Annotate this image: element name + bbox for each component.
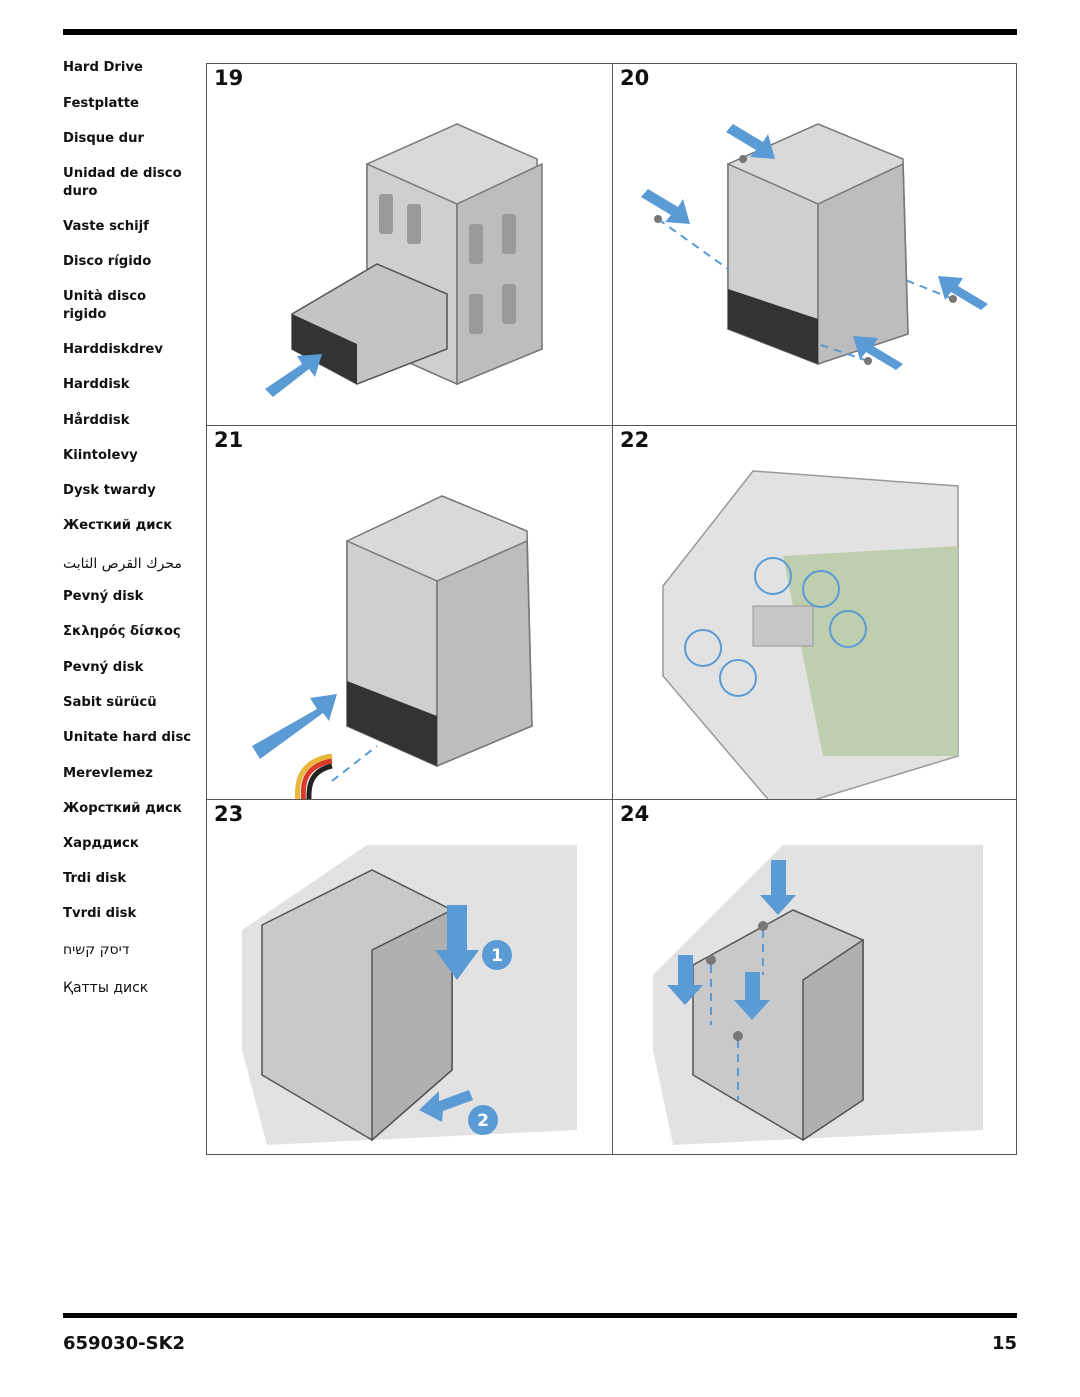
callout-2: 2 xyxy=(477,1111,489,1131)
lang-item: Disque dur xyxy=(63,131,145,146)
step-number: 20 xyxy=(620,66,650,90)
lang-item: Қатты диск xyxy=(63,980,149,996)
lang-item: Σκληρός δίσκος xyxy=(63,624,181,639)
lang-item: Vaste schijf xyxy=(63,219,149,234)
grid-divider xyxy=(612,64,613,1154)
lang-item: דיסק קשיח xyxy=(63,942,130,958)
arrow-icon xyxy=(419,1090,473,1122)
step-number: 19 xyxy=(214,66,244,90)
arrow-icon xyxy=(938,276,988,310)
mount-circle-icon xyxy=(684,629,722,667)
cage-install-illustration: 1 2 xyxy=(242,845,577,1145)
callout-1: 1 xyxy=(491,946,503,966)
down-arrow-icon xyxy=(760,860,796,915)
lang-item: Жорсткий диск xyxy=(63,801,182,816)
bottom-rule xyxy=(63,1313,1017,1318)
lang-item: Hårddisk xyxy=(63,413,130,428)
chassis-mounts-illustration xyxy=(662,470,959,799)
step-19-panel: 19 xyxy=(207,64,612,425)
lang-item: Disco rígido xyxy=(63,254,152,269)
step-number: 22 xyxy=(620,428,650,452)
step-24-panel: 24 xyxy=(613,800,1018,1155)
lang-item: Hard Drive xyxy=(63,60,143,75)
mount-circle-icon xyxy=(829,610,867,648)
lang-item: Trdi disk xyxy=(63,871,127,886)
step-number: 21 xyxy=(214,428,244,452)
arrow-icon xyxy=(252,694,337,759)
lang-item: Harddisk xyxy=(63,377,130,392)
page-number: 15 xyxy=(991,1333,1017,1354)
arrow-icon xyxy=(641,189,690,224)
lang-item: Festplatte xyxy=(63,96,139,111)
insert-arrow-icon xyxy=(265,354,322,397)
drive-cage-illustration xyxy=(265,123,543,397)
step-22-panel: 22 xyxy=(613,426,1018,799)
step-21-panel: 21 xyxy=(207,426,612,799)
lang-item: Pevný disk xyxy=(63,660,144,675)
down-arrow-icon xyxy=(435,905,479,980)
step-number: 23 xyxy=(214,802,244,826)
lang-item: Tvrdi disk xyxy=(63,906,137,921)
arrow-icon xyxy=(853,336,903,370)
step-20-panel: 20 xyxy=(613,64,1018,425)
top-rule xyxy=(63,29,1017,35)
drive-cage-screws-illustration xyxy=(641,123,988,370)
mount-circle-icon xyxy=(719,659,757,697)
document-number: 659030-SK2 xyxy=(63,1333,186,1354)
lang-item: Unità disco rigido xyxy=(63,289,147,322)
step-grid: 19 20 xyxy=(206,63,1017,1155)
grid-divider xyxy=(207,799,1016,800)
grid-divider xyxy=(207,425,1016,426)
arrow-icon xyxy=(726,124,775,159)
lang-item: Kiintolevy xyxy=(63,448,138,463)
down-arrow-icon xyxy=(667,955,703,1005)
lang-item: Жесткий диск xyxy=(63,518,173,533)
lang-item: Merevlemez xyxy=(63,766,153,781)
lang-item: Unidad de disco duro xyxy=(63,166,182,199)
lang-item: Dysk twardy xyxy=(63,483,156,498)
mount-circle-icon xyxy=(802,570,840,608)
lang-item: محرك القرص الثابت xyxy=(63,556,182,572)
lang-item: Pevný disk xyxy=(63,589,144,604)
down-arrow-icon xyxy=(734,972,770,1020)
lang-item: Харддиск xyxy=(63,836,139,851)
cage-screws-illustration xyxy=(653,845,983,1145)
step-23-panel: 23 1 2 xyxy=(207,800,612,1155)
mount-circle-icon xyxy=(754,557,792,595)
lang-item: Sabit sürücü xyxy=(63,695,157,710)
lang-item: Unitate hard disc xyxy=(63,730,192,745)
lang-item: Harddiskdrev xyxy=(63,342,163,357)
drive-cable-illustration xyxy=(252,495,533,799)
step-number: 24 xyxy=(620,802,650,826)
